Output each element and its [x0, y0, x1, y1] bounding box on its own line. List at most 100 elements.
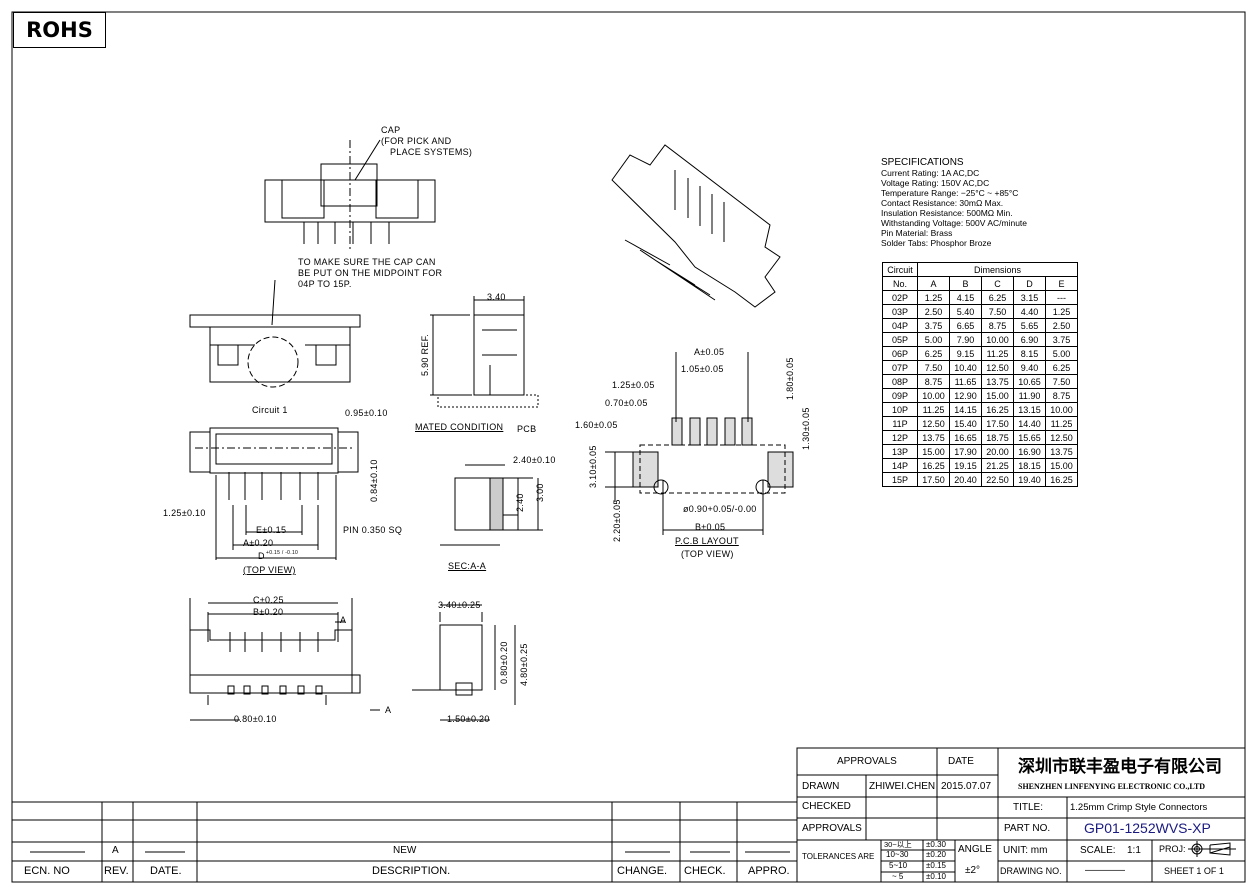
top-view-caption: (TOP VIEW): [243, 565, 296, 575]
header-cell: Dimensions: [917, 262, 1078, 277]
table-cell: 18.75: [981, 430, 1014, 445]
table-cell: 10.65: [1013, 374, 1046, 389]
sec-width: 2.40±0.10: [513, 455, 556, 465]
spec-title: SPECIFICATIONS: [881, 157, 964, 168]
tol-range: 5~10: [889, 861, 908, 870]
tolerances-label: TOLERANCES ARE: [802, 852, 875, 861]
table-cell: 11.25: [981, 346, 1014, 361]
dim-a: A±0.20: [243, 538, 274, 548]
dim-e: E±0.15: [256, 525, 287, 535]
header-cell: E: [1045, 276, 1078, 291]
pcb-dim-a: A±0.05: [694, 347, 725, 357]
rev-header: APPRO.: [748, 865, 790, 877]
bottom-dim-b: B±0.20: [253, 607, 284, 617]
table-cell: 09P: [882, 388, 918, 403]
side-dim-width: 3.40±0.25: [438, 600, 481, 610]
spec-line: Insulation Resistance: 500MΩ Min.: [881, 208, 1013, 218]
table-cell: ---: [1045, 290, 1078, 305]
header-cell: B: [949, 276, 982, 291]
table-cell: 21.25: [981, 458, 1014, 473]
part-label: PART NO.: [1004, 823, 1051, 834]
header-cell: A: [917, 276, 950, 291]
spec-line: Solder Tabs: Phosphor Broze: [881, 238, 992, 248]
table-cell: 12.50: [1045, 430, 1078, 445]
dim-row-offset: 0.84±0.10: [369, 459, 379, 502]
pcb-dim: 3.10±0.05: [588, 445, 598, 488]
sec-caption: SEC:A-A: [448, 561, 487, 571]
table-cell: 8.75: [917, 374, 950, 389]
rev-header: ECN. NO: [24, 865, 70, 877]
unit-label: UNIT: mm: [1003, 845, 1048, 856]
scale-label: SCALE:: [1080, 845, 1116, 856]
spec-line: Voltage Rating: 150V AC,DC: [881, 178, 990, 188]
front-view-with-cap: [264, 139, 436, 250]
pcb-dim: 1.60±0.05: [575, 420, 618, 430]
circuit1-label: Circuit 1: [252, 405, 288, 415]
side-view: [412, 604, 516, 721]
table-cell: 8.75: [981, 318, 1014, 333]
rohs-badge: ROHS: [13, 12, 106, 48]
table-cell: 3.15: [1013, 290, 1046, 305]
mated-width: 3.40: [487, 292, 506, 302]
table-cell: 14.40: [1013, 416, 1046, 431]
scale-value: 1:1: [1127, 845, 1141, 856]
date-heading: DATE: [948, 756, 974, 767]
table-cell: 06P: [882, 346, 918, 361]
table-cell: 20.40: [949, 472, 982, 487]
table-cell: 7.50: [917, 360, 950, 375]
title-value: 1.25mm Crimp Style Connectors: [1070, 802, 1208, 813]
table-cell: 9.40: [1013, 360, 1046, 375]
table-cell: 5.40: [949, 304, 982, 319]
table-cell: 6.90: [1013, 332, 1046, 347]
spec-line: Pin Material: Brass: [881, 228, 953, 238]
table-cell: 15.00: [1045, 458, 1078, 473]
table-cell: 12.90: [949, 388, 982, 403]
rev-header: DESCRIPTION.: [372, 865, 451, 877]
dim-pitch: 1.25±0.10: [163, 508, 206, 518]
header-cell: No.: [882, 276, 918, 291]
pin-note: PIN 0.350 SQ: [343, 525, 403, 535]
table-cell: 13.75: [981, 374, 1014, 389]
table-cell: 17.50: [981, 416, 1014, 431]
drawing-border: [11, 11, 1246, 883]
table-cell: 13.15: [1013, 402, 1046, 417]
midpoint-note: TO MAKE SURE THE CAP CAN: [298, 257, 436, 267]
table-cell: 02P: [882, 290, 918, 305]
pcb-dim: 1.30±0.05: [801, 407, 811, 450]
rev-header: CHANGE.: [617, 865, 668, 877]
table-cell: 3.75: [917, 318, 950, 333]
rev-value: A: [112, 845, 119, 856]
section-view: [440, 464, 543, 546]
mated-view: [430, 296, 539, 408]
rev-header: DATE.: [150, 865, 182, 877]
pcb-label: PCB: [517, 424, 537, 434]
proj-label: PROJ:: [1159, 844, 1186, 854]
table-cell: 8.75: [1045, 388, 1078, 403]
company-name-en: SHENZHEN LINFENYING ELECTRONIC CO.,LTD: [1018, 782, 1206, 791]
table-cell: 17.50: [917, 472, 950, 487]
cap-note: CAP: [381, 125, 401, 135]
table-cell: 2.50: [917, 304, 950, 319]
dim-d: D: [258, 551, 265, 561]
table-cell: 16.90: [1013, 444, 1046, 459]
top-view: [189, 427, 359, 560]
sec-h2: 3.00: [535, 483, 545, 502]
table-cell: 19.15: [949, 458, 982, 473]
table-cell: 9.15: [949, 346, 982, 361]
tol-range: ~ 5: [892, 872, 904, 881]
specifications: SPECIFICATIONS Current Rating: 1A AC,DC …: [881, 157, 1027, 249]
tol-value: ±0.20: [926, 850, 946, 859]
rev-header: CHECK.: [684, 865, 726, 877]
tol-value: ±0.30: [926, 840, 946, 849]
table-cell: 22.50: [981, 472, 1014, 487]
table-cell: 12.50: [917, 416, 950, 431]
table-cell: 6.65: [949, 318, 982, 333]
